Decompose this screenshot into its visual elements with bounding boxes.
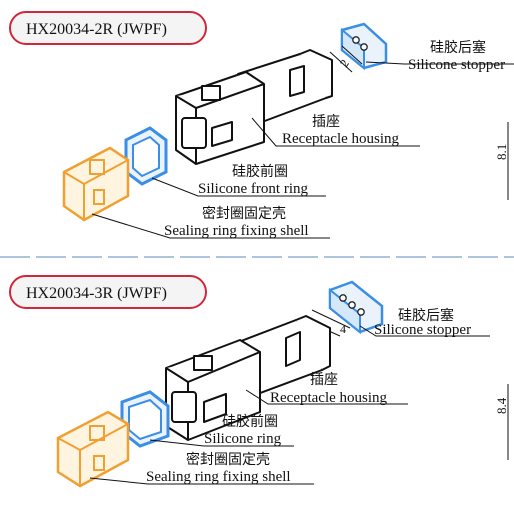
silicone-stopper-1 xyxy=(340,22,388,71)
shell-label-en-1: Sealing ring fixing shell xyxy=(164,223,309,239)
front-ring-label-cn-2: 硅胶前圈 xyxy=(222,413,278,430)
sealing-shell-1 xyxy=(62,146,130,222)
housing-label-cn-2: 插座 xyxy=(310,372,338,388)
panel-1: HX20034-2R (JWPF) 2 xyxy=(9,11,514,239)
receptacle-housing-2 xyxy=(165,315,331,441)
leader-lines-2 xyxy=(89,325,490,485)
silicone-front-ring-2 xyxy=(120,390,170,448)
model-badge-1: HX20034-2R (JWPF) xyxy=(9,11,207,45)
model-badge-2: HX20034-3R (JWPF) xyxy=(9,275,207,309)
side-dimension-1: 8.1 xyxy=(494,122,509,200)
side-dimension-value-2: 8.4 xyxy=(494,397,509,414)
side-dimension-value-1: 8.1 xyxy=(494,144,509,160)
model-title-2: HX20034-3R (JWPF) xyxy=(26,285,167,302)
receptacle-housing-1 xyxy=(175,49,333,165)
shell-label-cn-1: 密封圈固定壳 xyxy=(202,205,286,222)
side-dimension-2: 8.4 xyxy=(494,384,509,460)
sealing-shell-2 xyxy=(56,410,130,488)
shell-label-en-2: Sealing ring fixing shell xyxy=(146,469,291,485)
housing-label-en-1: Receptacle housing xyxy=(282,131,400,147)
model-title-1: HX20034-2R (JWPF) xyxy=(26,21,167,38)
front-ring-label-en-1: Silicone front ring xyxy=(198,181,308,197)
panel-2: HX20034-3R (JWPF) 4 xyxy=(9,275,509,488)
stopper-label-cn-1: 硅胶后塞 xyxy=(430,39,486,56)
shell-label-cn-2: 密封圈固定壳 xyxy=(186,451,270,468)
front-ring-label-cn-1: 硅胶前圈 xyxy=(232,163,288,180)
dimension-value-1: 2 xyxy=(337,57,352,70)
dimension-value-2: 4 xyxy=(340,322,346,336)
silicone-stopper-2 xyxy=(328,280,384,335)
stopper-label-en-1: Silicone stopper xyxy=(408,57,505,73)
housing-label-en-2: Receptacle housing xyxy=(270,390,388,406)
silicone-front-ring-1 xyxy=(124,126,168,186)
leader-lines-1 xyxy=(91,61,514,239)
housing-label-cn-1: 插座 xyxy=(312,114,340,130)
front-ring-label-en-2: Silicone ring xyxy=(204,431,282,447)
stopper-label-en-2: Silicone stopper xyxy=(374,322,471,338)
stopper-label-cn-2: 硅胶后塞 xyxy=(398,307,454,324)
